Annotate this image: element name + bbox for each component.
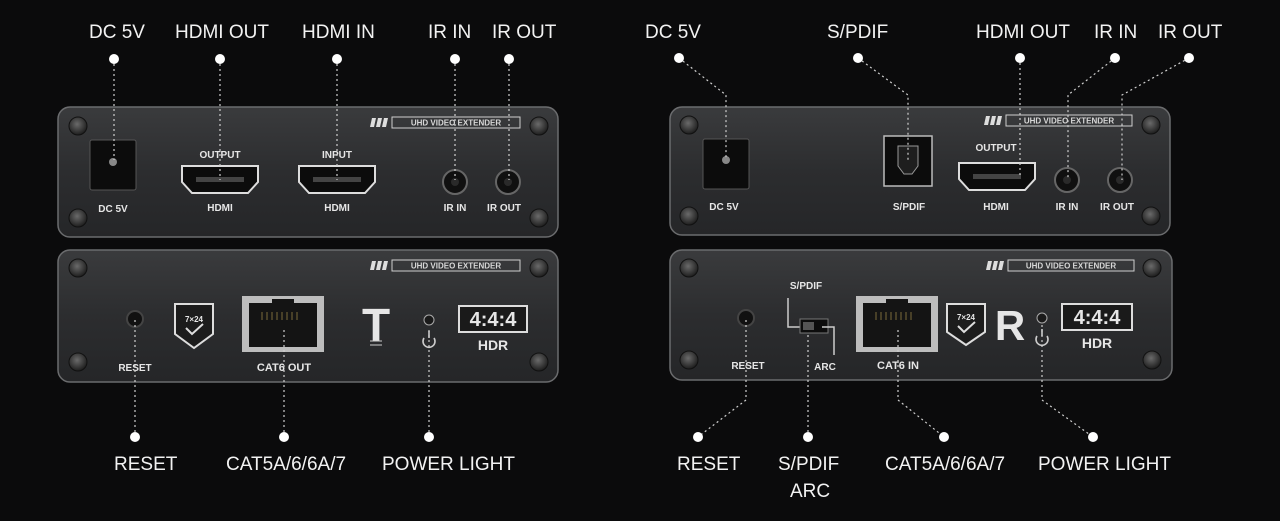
ir-out-panel-label: IR OUT bbox=[1100, 202, 1134, 213]
ir-out-jack bbox=[495, 169, 521, 195]
ir-in-panel-label: IR IN bbox=[1056, 202, 1079, 213]
dc-panel-label: DC 5V bbox=[709, 202, 739, 213]
transmitter-front-panel: UHD VIDEO EXTENDER DC 5V OUTPUT HDMI INP… bbox=[57, 106, 559, 238]
svg-text:7×24: 7×24 bbox=[957, 313, 976, 322]
callout-switch-arc: ARC bbox=[790, 481, 831, 502]
chroma-badge: 4:4:4 HDR bbox=[1061, 303, 1133, 351]
rj45-panel-label: CAT6 OUT bbox=[257, 362, 311, 374]
brand-label: UHD VIDEO EXTENDER bbox=[1024, 117, 1114, 126]
reset-button bbox=[737, 309, 755, 327]
switch-bottom-label: ARC bbox=[814, 362, 836, 373]
rj45-port bbox=[856, 296, 938, 352]
spdif-optical-port bbox=[883, 135, 933, 187]
svg-text:4:4:4: 4:4:4 bbox=[470, 309, 518, 331]
callout-hdmi-in: HDMI IN bbox=[302, 22, 375, 43]
screw-icon bbox=[68, 116, 549, 228]
callout-reset: RESET bbox=[677, 454, 741, 475]
callout-power-light: POWER LIGHT bbox=[1038, 454, 1172, 475]
hdmi-out-top-label: OUTPUT bbox=[975, 143, 1016, 154]
receiver-letter-icon: R bbox=[995, 302, 1025, 349]
hdmi-out-bottom-label: HDMI bbox=[983, 202, 1009, 213]
brand-stripes-icon bbox=[370, 261, 388, 270]
dc-jack bbox=[89, 139, 137, 191]
screw-icon bbox=[679, 115, 1161, 226]
callout-hdmi-out: HDMI OUT bbox=[976, 22, 1070, 43]
spdif-panel-label: S/PDIF bbox=[893, 202, 925, 213]
callout-ir-in: IR IN bbox=[428, 22, 472, 43]
hdmi-in-bottom-label: HDMI bbox=[324, 203, 350, 214]
callout-switch-spdif: S/PDIF bbox=[778, 454, 840, 475]
callout-dc-5v: DC 5V bbox=[645, 22, 701, 43]
reset-panel-label: RESET bbox=[118, 363, 151, 374]
leader-lines bbox=[113, 57, 1190, 438]
spdif-arc-switch bbox=[787, 298, 835, 355]
callout-cable-types: CAT5A/6/6A/7 bbox=[885, 454, 1006, 475]
callout-ir-in: IR IN bbox=[1094, 22, 1138, 43]
hdr-label: HDR bbox=[1082, 335, 1112, 351]
brand-stripes-icon bbox=[984, 116, 1002, 125]
ir-out-jack bbox=[1107, 167, 1133, 193]
ir-in-jack bbox=[1054, 167, 1080, 193]
dc-panel-label: DC 5V bbox=[98, 204, 128, 215]
callout-dots bbox=[109, 53, 1194, 442]
reset-button bbox=[126, 310, 144, 328]
hdmi-output-port bbox=[958, 162, 1036, 191]
hdr-label: HDR bbox=[478, 337, 508, 353]
rj45-port bbox=[242, 296, 324, 352]
receiver-back-panel: UHD VIDEO EXTENDER RESET S/PDIF ARC bbox=[669, 249, 1173, 381]
brand-stripes-icon bbox=[986, 261, 1004, 270]
brand-stripes-icon bbox=[370, 118, 388, 127]
hdmi-out-bottom-label: HDMI bbox=[207, 203, 233, 214]
chroma-badge: 4:4:4 HDR bbox=[458, 305, 528, 353]
callout-dc-5v: DC 5V bbox=[89, 22, 145, 43]
ir-out-panel-label: IR OUT bbox=[487, 203, 521, 214]
svg-text:T: T bbox=[362, 299, 390, 351]
svg-text:7×24: 7×24 bbox=[185, 315, 204, 324]
transmitter-back-panel: UHD VIDEO EXTENDER RESET 7×24 bbox=[57, 249, 559, 383]
transmitter-letter-icon: T bbox=[362, 299, 390, 351]
dc-jack bbox=[702, 138, 750, 190]
receiver-front-panel: UHD VIDEO EXTENDER DC 5V S/PDIF OUTPUT H… bbox=[669, 106, 1171, 236]
ir-in-panel-label: IR IN bbox=[444, 203, 467, 214]
screw-icon bbox=[68, 258, 549, 372]
shield-badge-icon: 7×24 bbox=[174, 303, 214, 350]
callout-power-light: POWER LIGHT bbox=[382, 454, 516, 475]
callout-ir-out: IR OUT bbox=[1158, 22, 1223, 43]
callout-ir-out: IR OUT bbox=[492, 22, 557, 43]
callout-reset: RESET bbox=[114, 454, 178, 475]
callout-cable-types: CAT5A/6/6A/7 bbox=[226, 454, 347, 475]
brand-label: UHD VIDEO EXTENDER bbox=[1026, 262, 1116, 271]
brand-label: UHD VIDEO EXTENDER bbox=[411, 119, 501, 128]
ir-in-jack bbox=[442, 169, 468, 195]
svg-text:R: R bbox=[995, 302, 1025, 349]
callout-hdmi-out: HDMI OUT bbox=[175, 22, 269, 43]
reset-panel-label: RESET bbox=[731, 361, 764, 372]
brand-label: UHD VIDEO EXTENDER bbox=[411, 262, 501, 271]
svg-text:4:4:4: 4:4:4 bbox=[1074, 307, 1122, 329]
callout-spdif: S/PDIF bbox=[827, 22, 889, 43]
shield-badge-icon: 7×24 bbox=[946, 303, 986, 347]
screw-icon bbox=[679, 258, 1162, 370]
switch-top-label: S/PDIF bbox=[790, 281, 822, 292]
